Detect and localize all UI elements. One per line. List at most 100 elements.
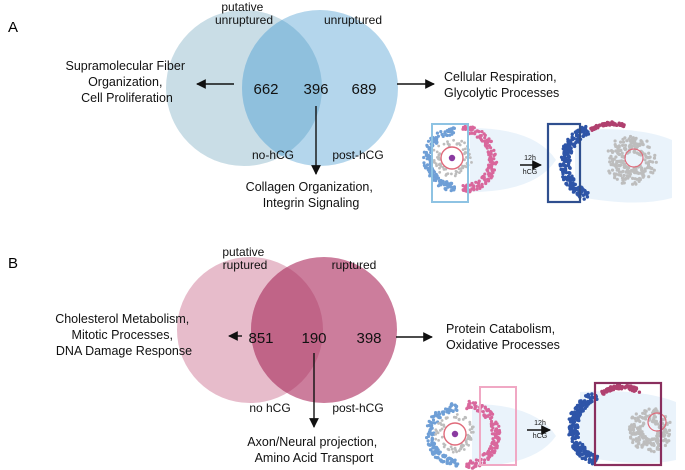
cell-dot [470,187,474,191]
cell-dot [438,162,442,166]
cell-dot [434,432,438,436]
follicle-b-after-cells [567,383,672,466]
cell-dot [663,443,668,448]
cell-dot [618,164,622,168]
cell-dot [424,166,428,170]
cell-dot [569,150,574,154]
cell-dot [430,436,434,440]
cell-dot [466,405,470,409]
cell-dot [469,125,473,129]
cell-dot [610,150,615,154]
cell-dot [470,427,474,430]
cell-dot [651,171,655,175]
cell-dot [482,175,486,179]
cell-dot [646,145,650,149]
cell-dot [488,416,493,421]
cell-dot [587,454,592,458]
cell-dot [647,160,651,164]
cell-dot [584,124,588,129]
cell-dot [486,456,491,460]
cell-dot [668,420,672,424]
cell-dot [637,390,642,394]
cell-dot [656,422,660,426]
cell-dot [665,439,669,443]
annotation-a-bottom-line2: Integrin Signaling [263,196,360,210]
cell-dot [635,431,639,435]
cell-dot [628,172,633,176]
follicle-b-after-box [593,381,663,467]
follicle-b-time-label: 12h [534,420,546,427]
cell-dot [638,171,643,175]
cell-dot [623,143,628,147]
cell-dot [628,134,633,139]
cell-dot [647,407,651,411]
cell-dot [574,140,578,145]
cell-dot [427,443,431,447]
cell-dot [449,460,453,464]
cell-dot [450,132,454,136]
cell-dot [641,142,645,146]
cell-dot [652,450,656,454]
cell-dot [427,423,431,427]
annotation-a-right-line2: Glycolytic Processes [444,86,559,100]
cell-dot [461,127,465,131]
cell-dot [574,446,578,450]
cell-dot [619,140,623,144]
cell-dot [578,441,582,445]
cell-dot [483,458,487,462]
cell-dot [634,387,639,391]
cell-dot [427,434,431,438]
cell-dot [493,446,497,450]
venn-a-overlap-count: 396 [303,81,328,98]
cell-dot [449,445,453,449]
cell-dot [602,122,606,126]
cell-dot [461,148,465,152]
cell-dot [422,161,426,165]
cell-dot [444,180,448,184]
cell-dot [583,452,588,456]
cell-dot [451,450,455,454]
cell-dot [640,166,644,170]
cell-dot [649,442,653,446]
cell-dot [452,188,456,192]
cell-dot [631,169,635,173]
cell-dot [568,420,573,424]
cell-dot [576,416,581,420]
cell-dot [641,432,645,436]
cell-dot [426,139,431,143]
cell-dot [455,450,458,454]
cell-dot [623,147,627,152]
cell-dot [642,174,646,178]
cell-dot [479,138,484,142]
cell-dot [489,424,494,428]
annotation-b-left-line2: Mitotic Processes, [72,328,173,342]
cell-dot [622,163,626,167]
follicle-a-before-box [431,123,469,203]
cell-dot [493,432,497,436]
cell-dot [440,427,444,431]
cell-dot [459,447,463,451]
follicle-b-before-cells [425,399,502,470]
cell-dot [434,445,439,449]
cell-dot [580,442,585,447]
cell-dot [632,138,637,142]
cell-dot [471,461,475,465]
cell-dot [467,464,471,468]
annotation-b-bottom: Axon/Neural projection, Amino Acid Trans… [247,435,380,465]
cell-dot [634,168,638,172]
cell-dot [437,439,440,442]
cell-dot [466,433,470,437]
cell-dot [463,127,468,131]
cell-dot [446,140,449,144]
cell-dot [431,418,436,422]
cell-dot [633,416,637,420]
cell-dot [635,151,639,155]
cell-dot [629,435,633,439]
cell-dot [442,459,446,464]
cell-dot [609,154,613,158]
cell-dot [643,412,647,416]
cell-dot [444,133,448,137]
cell-dot [485,408,489,412]
cell-dot [580,125,584,130]
